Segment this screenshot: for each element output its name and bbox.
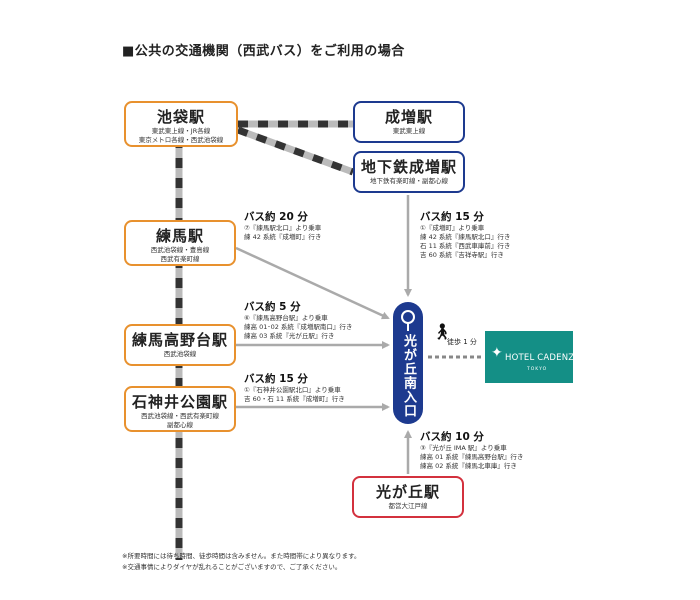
route-duration: バス約 10 分 <box>420 431 484 443</box>
station-line: 副都心線 <box>167 421 193 429</box>
route-duration: バス約 15 分 <box>244 373 308 385</box>
route-line: ⑦『練馬駅北口』より乗車 <box>244 224 322 232</box>
route-line: 練高 01･02 系統『成増駅南口』行き <box>244 323 353 331</box>
station-name: 地下鉄成増駅 <box>360 158 457 176</box>
station-chikatetsu-narimasu: 地下鉄成増駅 地下鉄有楽町線・副都心線 <box>353 151 465 193</box>
route-note-hikarigaoka: バス約 10 分 ③『光が丘 IMA 駅』より乗車 練高 01 系統『練馬高野台… <box>420 430 523 471</box>
arrow-nerima <box>235 246 390 320</box>
hotel-name: HOTEL CADENZA <box>505 353 581 363</box>
route-line: ⑥『練馬高野台駅』より乗車 <box>244 314 328 322</box>
page-title: ■公共の交通機関（西武バス）をご利用の場合 <box>122 44 405 59</box>
route-line: 練高 02 系統『練馬北車庫』行き <box>420 462 517 470</box>
route-duration: バス約 15 分 <box>420 211 484 223</box>
route-line: ③『光が丘 IMA 駅』より乗車 <box>420 444 507 452</box>
route-note-nerima: バス約 20 分 ⑦『練馬駅北口』より乗車 練 42 系統『成増町』行き <box>244 210 321 242</box>
station-shakujii-koen: 石神井公園駅 西武池袋線・西武有楽町線 副都心線 <box>124 386 236 432</box>
route-line: 練高 03 系統『光が丘駅』行き <box>244 332 335 340</box>
station-name: 池袋駅 <box>156 108 205 126</box>
walk-time: 徒歩 1 分 <box>447 338 477 346</box>
station-name: 練馬駅 <box>155 227 204 245</box>
route-duration: バス約 20 分 <box>244 211 308 223</box>
hotel-mark-icon: ✦ <box>491 345 503 361</box>
station-line: 東武東上線 <box>392 127 426 135</box>
railway-to-chikatetsu-narimasu <box>236 126 355 176</box>
hotel-sub: TOKYO <box>527 367 548 372</box>
station-line: 西武有楽町線 <box>160 255 200 263</box>
route-line: ①『石神井公園駅北口』より乗車 <box>244 386 341 394</box>
bus-stop-pin-stem <box>407 323 409 331</box>
station-name: 光が丘駅 <box>375 483 440 501</box>
station-name: 成増駅 <box>384 108 433 126</box>
station-name: 練馬高野台駅 <box>131 331 228 349</box>
station-ikebukuro: 池袋駅 東武東上線・JR各線 東京メトロ各線・西武池袋線 <box>124 101 238 147</box>
walking-person-icon: 🚶︎ <box>432 322 453 341</box>
footnote: ※所要時間には待ち時間、徒歩時間は含みません。また時間帯により異なります。 <box>122 552 361 560</box>
station-name: 石神井公園駅 <box>131 393 228 411</box>
station-line: 東京メトロ各線・西武池袋線 <box>138 136 224 144</box>
station-narimasu: 成増駅 東武東上線 <box>353 101 465 143</box>
station-line: 西武池袋線・西武有楽町線 <box>141 412 219 420</box>
bus-stop-hikarigaoka-minami-iriguchi: 光が丘南入口 <box>393 302 423 424</box>
station-line: 西武池袋線・豊島線 <box>150 246 210 254</box>
hotel-logo: ✦ HOTEL CADENZA TOKYO <box>485 331 580 383</box>
station-nerima-takanodai: 練馬高野台駅 西武池袋線 <box>124 324 236 366</box>
station-line: 西武池袋線 <box>163 350 197 358</box>
route-note-takanodai: バス約 5 分 ⑥『練馬高野台駅』より乗車 練高 01･02 系統『成増駅南口』… <box>244 300 352 341</box>
footnote: ※交通事情によりダイヤが乱れることがございますので、ご了承ください。 <box>122 563 342 571</box>
route-note-shakujii: バス約 15 分 ①『石神井公園駅北口』より乗車 吉 60・石 11 系統『成増… <box>244 372 345 404</box>
route-line: 吉 60・石 11 系統『成増町』行き <box>244 395 345 403</box>
bus-stop-pin-icon <box>401 310 415 324</box>
route-line: 練高 01 系統『練馬高野台駅』行き <box>420 453 524 461</box>
station-line: 都営大江戸線 <box>388 502 428 510</box>
route-line: 吉 60 系統『吉祥寺駅』行き <box>420 251 504 259</box>
route-line: 練 42 系統『成増町』行き <box>244 233 322 241</box>
station-line: 地下鉄有楽町線・副都心線 <box>370 177 448 185</box>
route-line: ①『成増町』より乗車 <box>420 224 485 232</box>
route-note-narimasu: バス約 15 分 ①『成増町』より乗車 練 42 系統『練馬駅北口』行き 石 1… <box>420 210 510 260</box>
station-hikarigaoka: 光が丘駅 都営大江戸線 <box>352 476 464 518</box>
bus-stop-name: 光が丘南入口 <box>401 334 416 418</box>
station-line: 東武東上線・JR各線 <box>151 127 211 135</box>
station-nerima: 練馬駅 西武池袋線・豊島線 西武有楽町線 <box>124 220 236 266</box>
route-duration: バス約 5 分 <box>244 301 301 313</box>
route-line: 石 11 系統『西武車庫前』行き <box>420 242 511 250</box>
route-line: 練 42 系統『練馬駅北口』行き <box>420 233 511 241</box>
